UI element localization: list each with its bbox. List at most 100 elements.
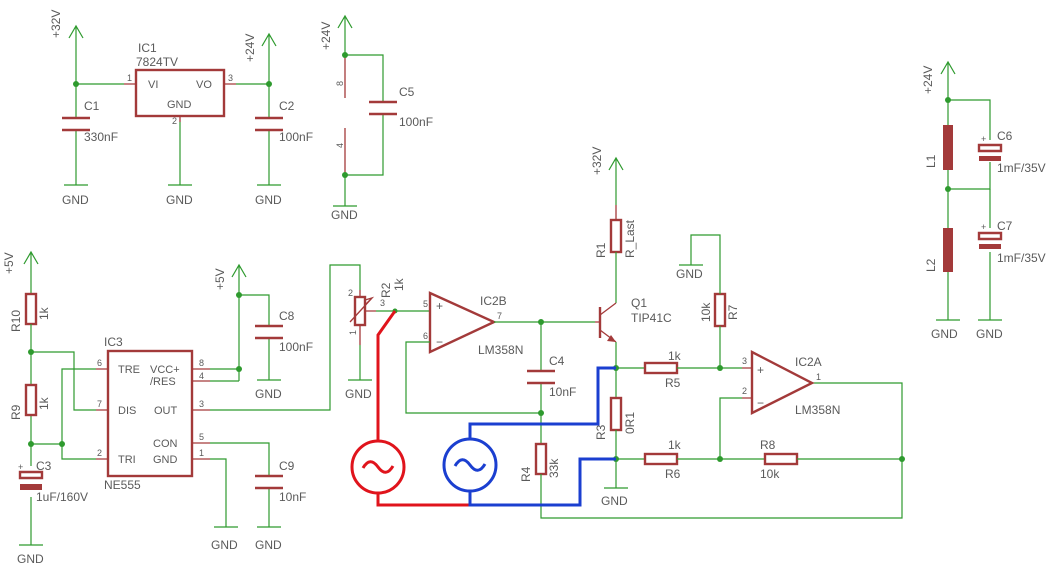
r5-value: 1k (668, 349, 682, 363)
c5-name: C5 (399, 85, 415, 99)
gnd-label: GND (17, 552, 44, 566)
gnd-label: GND (166, 193, 193, 207)
capacitor-c4: C4 10nF (527, 354, 576, 399)
regulator-ic1: IC1 7824TV VI VO GND 1 3 2 (124, 41, 236, 126)
lc-filter-section: +24V L1 L2 + C6 1mF/35V + C7 1mF/35V (921, 60, 1046, 341)
ic1-value: 7824TV (136, 55, 178, 69)
gnd-c9: GND (255, 526, 282, 552)
inductor-l1: L1 (924, 125, 953, 170)
q1-name: Q1 (631, 296, 647, 310)
opamp-ic2a: + − IC2A LM358N 3 2 1 (742, 350, 840, 417)
q1-value: TIP41C (631, 311, 672, 325)
potentiometer-r2: R2 1k 2 1 3 (348, 277, 406, 345)
r7-value: 10k (699, 302, 713, 322)
c8-value: 100nF (279, 340, 313, 354)
ic2b-minus-sign: − (436, 335, 443, 349)
r2-pin2-num: 2 (348, 288, 353, 298)
gnd-ic3: GND (211, 526, 238, 552)
l2-name: L2 (924, 258, 938, 272)
supply-5v-ic3: +5V (213, 263, 247, 381)
gnd-r7: GND (676, 264, 703, 281)
c3-value: 1uF/160V (36, 490, 88, 504)
ic3-pin-tre: TRE (118, 364, 140, 376)
l1-name: L1 (924, 154, 938, 168)
probe-red (350, 310, 470, 507)
ic2b-pin7-num: 7 (497, 311, 502, 321)
gnd-label: GND (255, 538, 282, 552)
transistor-q1: Q1 TIP41C (595, 296, 672, 343)
ic3-pin-res: /RES (150, 376, 176, 388)
gnd-label: GND (676, 267, 703, 281)
supply-5v-label: +5V (213, 268, 227, 290)
gnd-ic1: GND (166, 184, 193, 207)
ic2a-pin3-num: 3 (742, 356, 747, 366)
ic2b-plus-sign: + (436, 299, 443, 313)
capacitor-c9: C9 10nF (255, 459, 306, 504)
gnd-label: GND (976, 327, 1003, 341)
gnd-c5: GND (331, 205, 358, 222)
gnd-label: GND (601, 494, 628, 508)
gnd-c2: GND (255, 184, 282, 207)
r8-value: 10k (760, 467, 780, 481)
supply-32v-ic1: +32V (49, 10, 84, 84)
supply-24v-c5: +24V (319, 14, 353, 55)
gnd-label: GND (345, 387, 372, 401)
c6-value: 1mF/35V (997, 161, 1046, 175)
r7-name: R7 (726, 304, 740, 320)
capacitor-c1: C1 330nF (62, 99, 118, 144)
gnd-c3: GND (17, 544, 44, 566)
resistor-r1: R1 R_Last (594, 205, 637, 258)
c4-value: 10nF (549, 385, 576, 399)
ic3-pin1-num: 1 (199, 448, 204, 458)
ic3-pin-dis: DIS (118, 405, 136, 417)
resistor-r6: R6 1k (643, 438, 682, 481)
ic1-pin-vo: VO (196, 79, 212, 91)
ic1-pin1-num: 1 (127, 73, 132, 83)
power-regulator-section: +32V C1 330nF GND IC1 7824TV VI VO GND 1… (49, 10, 313, 207)
r3-value: 0R1 (623, 412, 637, 434)
supply-32v-label: +32V (49, 10, 63, 38)
c6-polarity: + (981, 134, 986, 144)
r8-name: R8 (760, 438, 776, 452)
supply-5v-left: +5V (2, 250, 39, 294)
timer-ic3: IC3 NE555 TRE DIS TRI VCC+ /RES OUT CON … (96, 335, 210, 492)
c9-value: 10nF (279, 490, 306, 504)
capacitor-c8: C8 100nF (255, 309, 313, 354)
resistor-r8: R8 10k (760, 438, 799, 481)
gnd-label: GND (931, 327, 958, 341)
supply-24v-right: +24V (921, 60, 956, 100)
r1-value: R_Last (623, 219, 637, 258)
ic1-pin3-num: 3 (228, 73, 233, 83)
ne555-oscillator-section: +5V R10 1k R9 1k + C3 1uF/160V GND (2, 250, 361, 566)
ic3-pin5-num: 5 (199, 432, 204, 442)
c1-value: 330nF (84, 130, 118, 144)
ic3-pin-con: CON (153, 438, 178, 450)
c5-pin4-num: 4 (335, 143, 345, 148)
c7-value: 1mF/35V (997, 251, 1046, 265)
resistor-r4: R4 33k (519, 442, 561, 482)
ic1-pin-gnd: GND (167, 99, 192, 111)
c3-polarity: + (18, 462, 23, 472)
r2-pin3-num: 3 (380, 298, 385, 308)
r10-name: R10 (9, 310, 23, 332)
ic3-pin-gnd: GND (153, 454, 178, 466)
gnd-label: GND (331, 208, 358, 222)
gnd-c1: GND (62, 184, 89, 207)
ic3-pin8-num: 8 (199, 358, 204, 368)
ic3-pin3-num: 3 (199, 399, 204, 409)
ic2b-name: IC2B (480, 294, 507, 308)
ic3-pin6-num: 6 (97, 358, 102, 368)
r6-name: R6 (665, 467, 681, 481)
supply-24v-label: +24V (243, 34, 257, 62)
ic2b-pin6-num: 6 (423, 331, 428, 341)
ic3-pin-out: OUT (154, 405, 178, 417)
opamp-ic2b: + − IC2B LM358N 5 6 7 (423, 291, 523, 357)
ic2a-name: IC2A (795, 355, 822, 369)
supply-24v-ic1: +24V (243, 32, 277, 84)
ic2a-pin1-num: 1 (816, 372, 821, 382)
resistor-r10: R10 1k (9, 292, 51, 332)
r1-name: R1 (594, 242, 608, 258)
c5-value: 100nF (399, 115, 433, 129)
resistor-r7: R7 10k (699, 292, 740, 328)
c2-value: 100nF (279, 130, 313, 144)
